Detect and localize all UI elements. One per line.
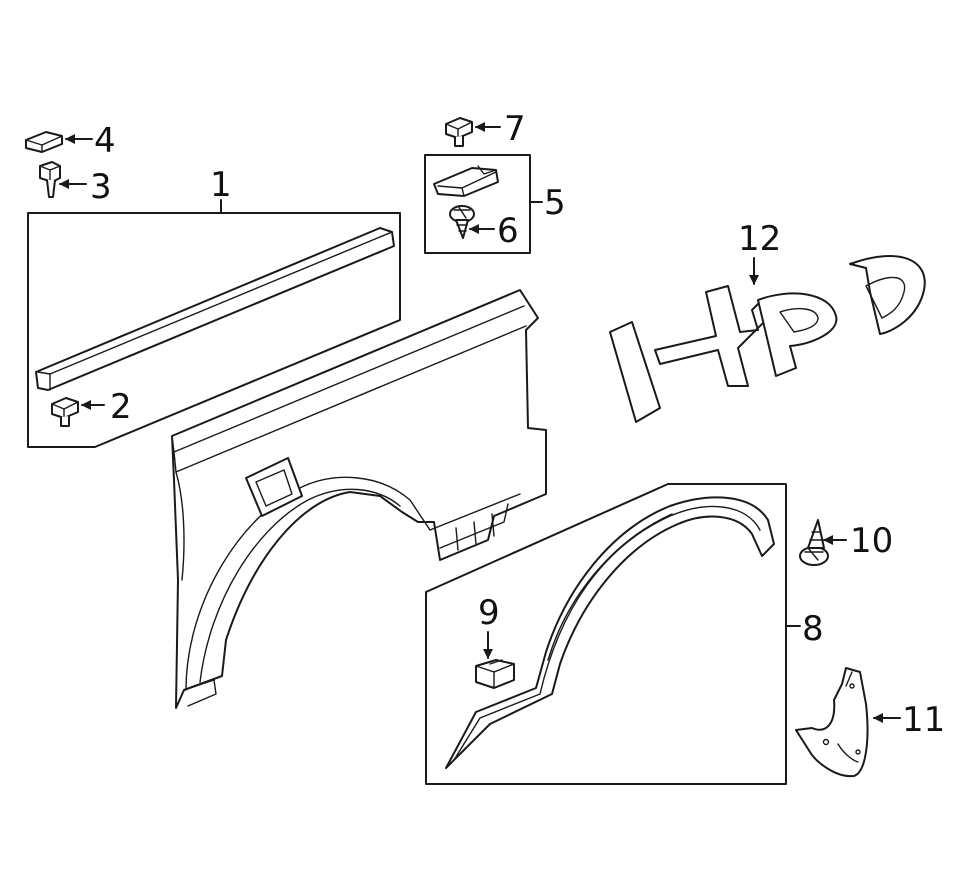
fender-panel [171,289,547,709]
callout-2: 2 [110,387,132,427]
part-3-retainer [39,161,61,198]
part-4-cap [25,131,63,153]
callout-7: 7 [504,109,526,149]
callout-1: 1 [210,165,232,205]
part-2-clip [51,397,79,427]
part-7-clip [445,117,473,147]
callout-3: 3 [90,167,112,207]
callout-9: 9 [478,593,500,633]
part-5-bracket [433,165,499,197]
callout-5: 5 [544,183,566,223]
part-12-emblem [609,255,926,423]
callout-8: 8 [802,609,824,649]
callout-12: 12 [738,219,781,259]
part-6-screw [449,205,475,239]
callout-11: 11 [902,700,945,740]
group-box-8 [425,483,801,785]
part-11-mudguard [795,667,869,778]
callout-6: 6 [497,211,519,251]
group-box-1 [27,199,401,448]
part-1-molding [35,227,395,391]
callout-4: 4 [94,121,116,161]
callout-10: 10 [850,521,893,561]
part-10-screw [799,519,829,566]
part-8-flare [445,496,775,769]
part-9-clip [475,659,515,689]
group-box-5 [424,154,543,254]
